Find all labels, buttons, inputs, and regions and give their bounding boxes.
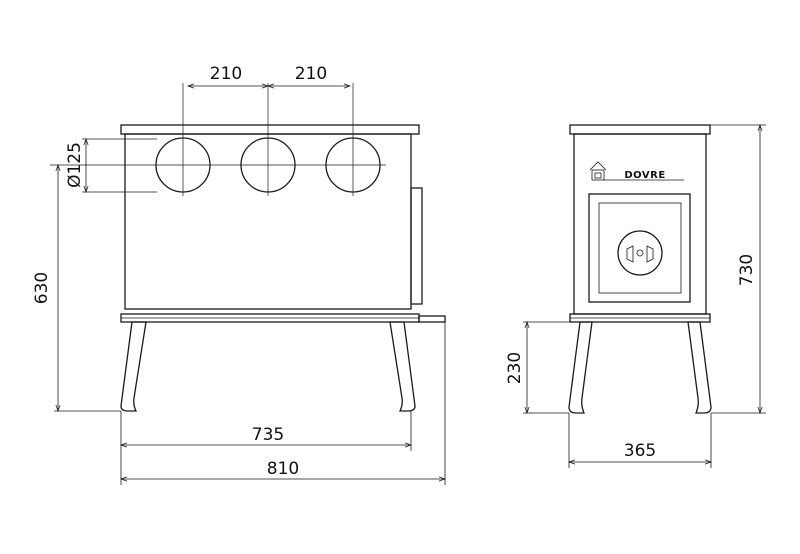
front-leg-left xyxy=(120,321,147,412)
logo-text: DOVRE xyxy=(624,170,665,181)
front-side-box xyxy=(410,187,423,305)
dim-leg-span: 735 xyxy=(252,425,284,445)
dim-overall-width: 810 xyxy=(267,459,299,479)
side-leg-back xyxy=(687,321,712,414)
front-view: 210 210 Ø125 630 735 810 xyxy=(32,64,447,485)
front-leg-right xyxy=(389,321,416,412)
dim-overall-height: 730 xyxy=(737,254,757,286)
dim-flue-spacing-right: 210 xyxy=(295,64,327,84)
dim-flue-spacing-left: 210 xyxy=(210,64,242,84)
dim-leg-height: 230 xyxy=(505,352,525,384)
side-body xyxy=(573,133,707,315)
front-top-plate xyxy=(120,124,420,135)
air-control-knob xyxy=(617,230,663,276)
dovre-logo: DOVRE xyxy=(589,161,684,181)
front-ash-tab xyxy=(418,315,446,323)
side-leg-front xyxy=(568,321,593,414)
dim-flue-diameter: Ø125 xyxy=(65,142,85,188)
side-door-outer xyxy=(588,193,691,303)
side-top-plate xyxy=(569,124,711,135)
side-door-glass xyxy=(598,202,682,294)
side-view: DOVRE 730 230 365 xyxy=(505,123,766,468)
dim-depth: 365 xyxy=(624,441,656,461)
dim-height-to-flue: 630 xyxy=(32,272,52,304)
